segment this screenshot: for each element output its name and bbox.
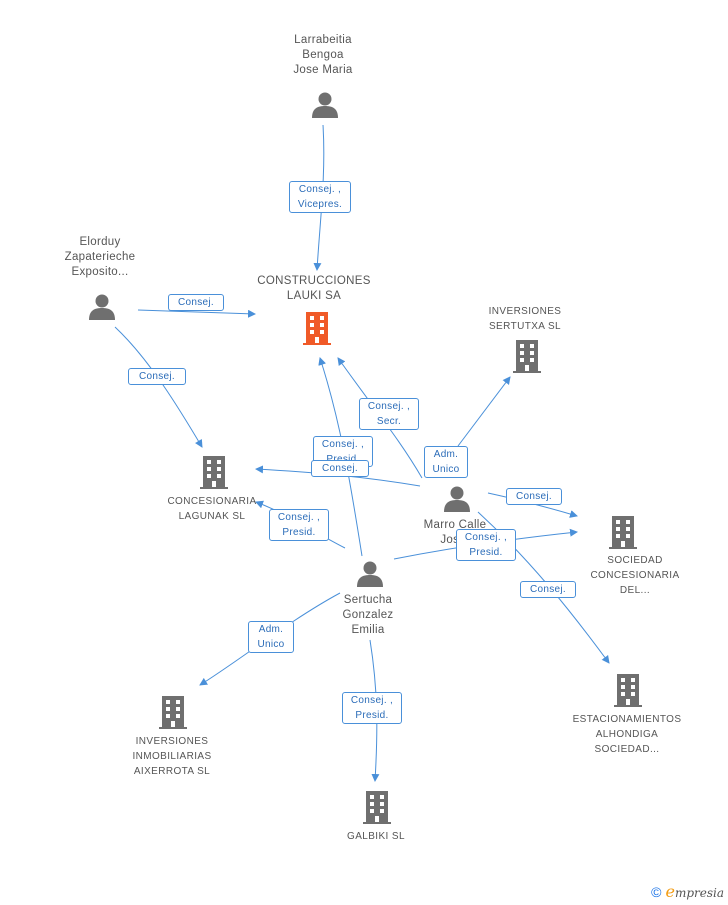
relation-label-elorduy-construcciones[interactable]: Consej. xyxy=(168,294,224,311)
company-label-sociedad[interactable]: SOCIEDAD CONCESIONARIA DEL... xyxy=(590,555,680,596)
person-icon-marro[interactable] xyxy=(443,484,471,512)
building-icon-sociedad[interactable] xyxy=(607,514,639,550)
relation-label-sertucha-sociedad[interactable]: Consej. , Presid. xyxy=(456,529,516,561)
copyright-icon: © xyxy=(651,884,662,900)
company-label-galbiki[interactable]: GALBIKI SL xyxy=(347,831,405,842)
company-label-sertutxa[interactable]: INVERSIONES SERTUTXA SL xyxy=(488,306,562,332)
relation-label-marro-construcciones[interactable]: Consej. , Secr. xyxy=(359,398,419,430)
building-icon-galbiki[interactable] xyxy=(361,789,393,825)
person-label-larrabeitia[interactable]: Larrabeitia Bengoa Jose Maria xyxy=(293,34,353,76)
person-icon-sertucha[interactable] xyxy=(356,559,384,587)
building-icon-sertutxa[interactable] xyxy=(511,338,543,374)
company-label-estacionamientos[interactable]: ESTACIONAMIENTOS ALHONDIGA SOCIEDAD... xyxy=(572,714,682,755)
edge-elorduy-lagunak xyxy=(114,326,203,448)
relation-label-sertucha-galbiki[interactable]: Consej. , Presid. xyxy=(342,692,402,724)
relation-label-sertucha-lagunak[interactable]: Consej. , Presid. xyxy=(269,509,329,541)
person-label-sertucha[interactable]: Sertucha Gonzalez Emilia xyxy=(342,594,394,636)
person-icon-elorduy[interactable] xyxy=(88,292,116,320)
edge-marro-sertutxa xyxy=(457,376,511,447)
company-label-aixerrota[interactable]: INVERSIONES INMOBILIARIAS AIXERROTA SL xyxy=(132,736,212,777)
building-icon-lagunak[interactable] xyxy=(198,454,230,490)
edge-elorduy-construcciones xyxy=(137,309,256,318)
company-label-construcciones[interactable]: CONSTRUCCIONES LAUKI SA xyxy=(257,275,371,302)
building-icon-construcciones[interactable] xyxy=(301,310,333,346)
footer-brand[interactable]: ©empresia xyxy=(651,882,724,901)
building-icon-estacionamientos[interactable] xyxy=(612,672,644,708)
relation-label-marro-estacionamientos[interactable]: Consej. xyxy=(520,581,576,598)
relation-label-marro-sertutxa[interactable]: Adm. Unico xyxy=(424,446,468,478)
relation-label-sertucha-aixerrota[interactable]: Adm. Unico xyxy=(248,621,294,653)
person-label-elorduy[interactable]: Elorduy Zapaterieche Exposito... xyxy=(64,236,136,278)
relation-label-marro-lagunak[interactable]: Consej. xyxy=(311,460,369,477)
brand-logo: empresia xyxy=(665,882,724,901)
building-icon-aixerrota[interactable] xyxy=(157,694,189,730)
company-label-lagunak[interactable]: CONCESIONARIA LAGUNAK SL xyxy=(167,496,257,522)
relation-label-larrabeitia-construcciones[interactable]: Consej. , Vicepres. xyxy=(289,181,351,213)
person-icon-larrabeitia[interactable] xyxy=(311,90,339,118)
relation-label-elorduy-lagunak[interactable]: Consej. xyxy=(128,368,186,385)
relation-label-marro-sociedad[interactable]: Consej. xyxy=(506,488,562,505)
